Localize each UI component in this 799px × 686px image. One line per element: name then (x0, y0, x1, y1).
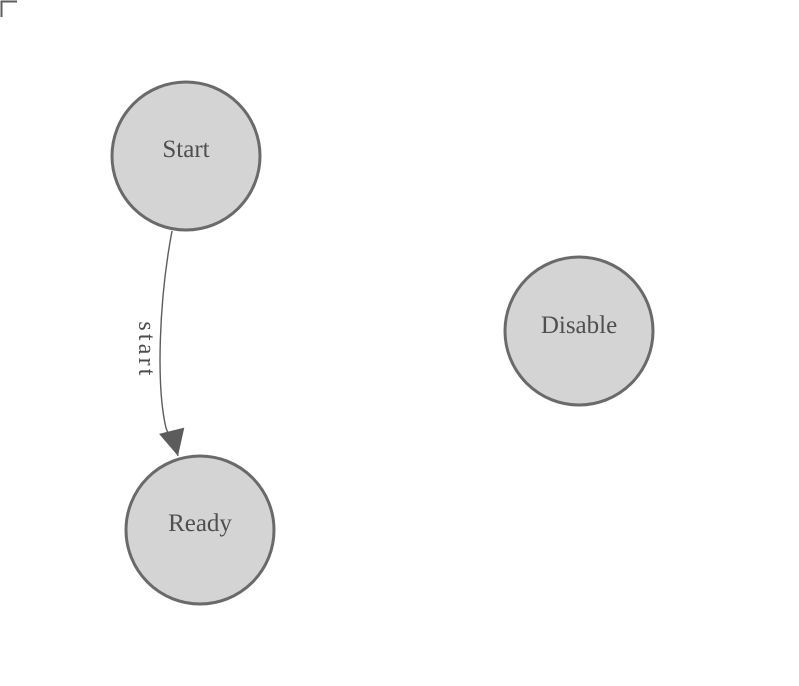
state-label-disable: Disable (541, 312, 617, 339)
state-node-start[interactable]: Start (110, 80, 262, 232)
state-circle-start[interactable] (110, 80, 262, 232)
state-label-ready: Ready (168, 510, 232, 537)
transition-edge-start-ready[interactable]: start (133, 230, 185, 457)
state-node-ready[interactable]: Ready (124, 454, 276, 606)
state-circle-disable[interactable] (503, 255, 655, 407)
state-circle-ready[interactable] (124, 454, 276, 606)
canvas-origin-corner-icon (0, 0, 17, 17)
transition-label: start (133, 321, 159, 378)
transition-path[interactable] (159, 230, 185, 457)
state-label-start: Start (162, 136, 209, 163)
state-node-disable[interactable]: Disable (503, 255, 655, 407)
